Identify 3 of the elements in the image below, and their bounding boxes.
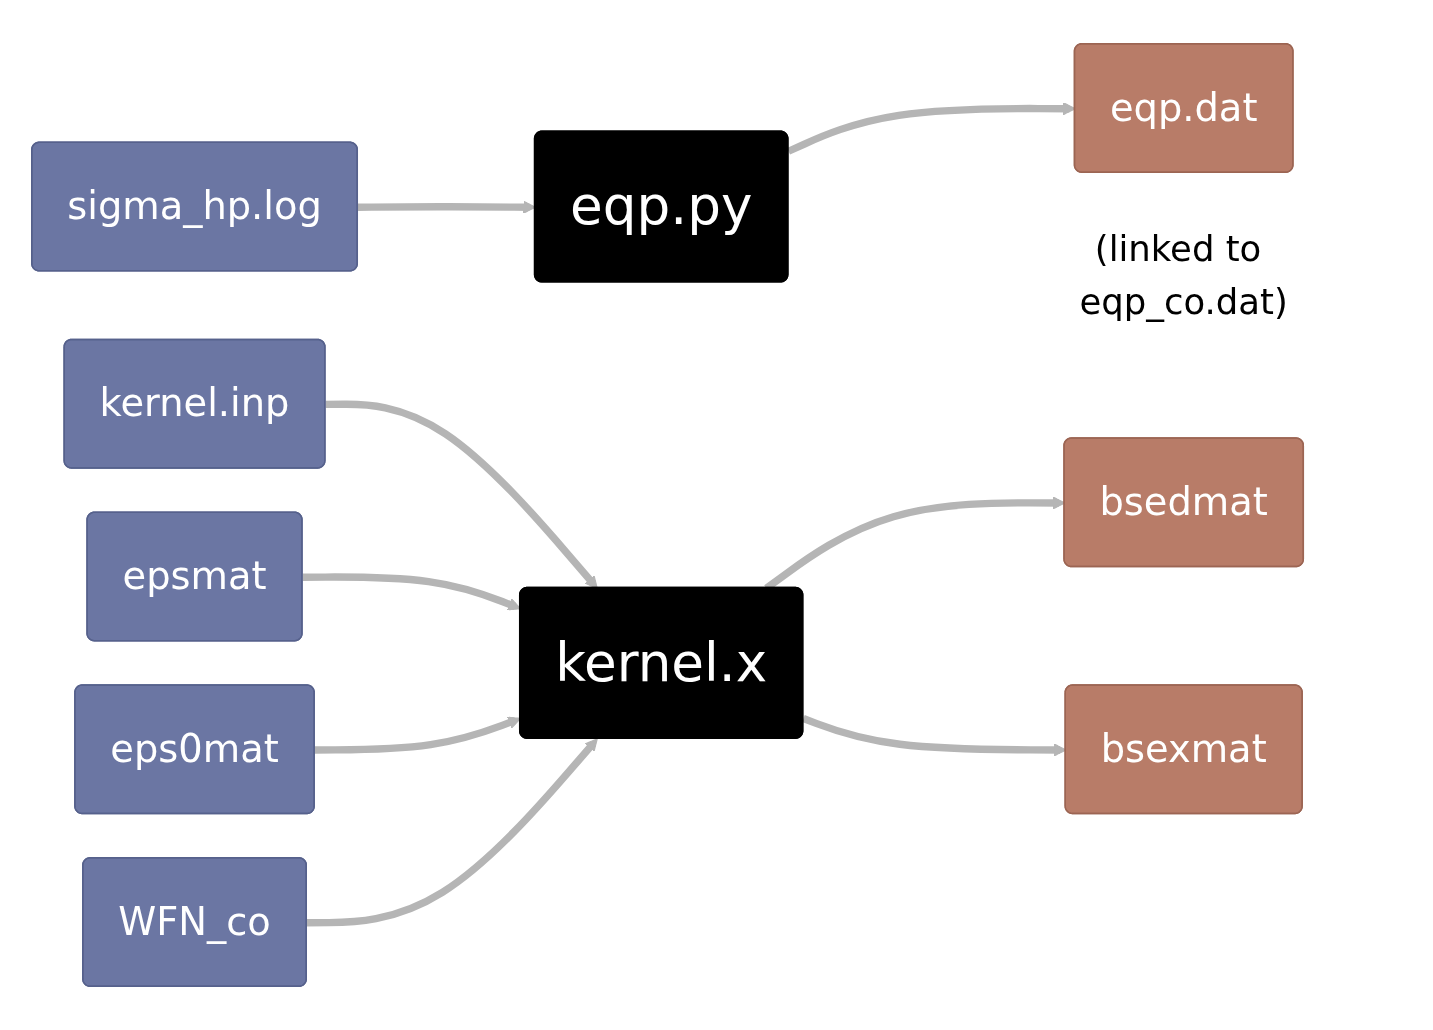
arrow [325, 400, 598, 589]
arrow [306, 738, 598, 927]
node-label: (linked to eqp_co.dat) [1079, 228, 1288, 323]
